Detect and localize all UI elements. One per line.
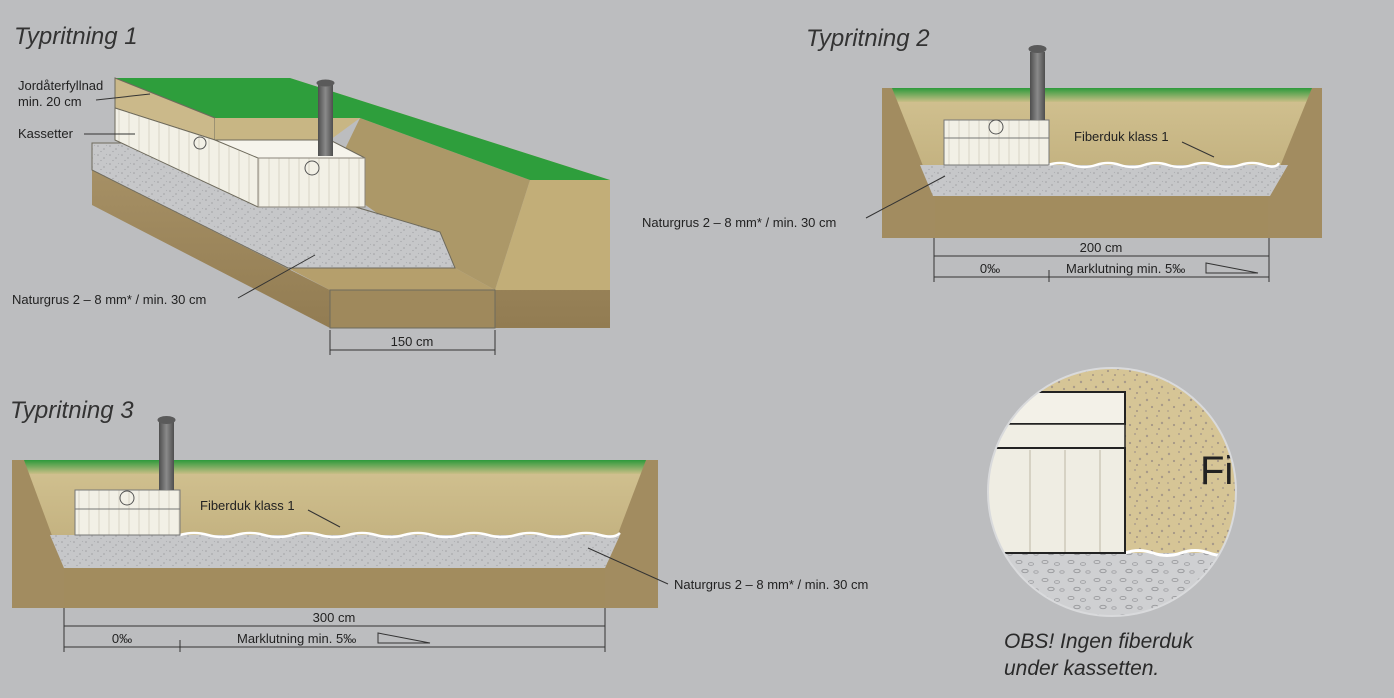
trench-bottom-2	[935, 196, 1268, 238]
dim-300: 300 cm	[313, 610, 356, 625]
cassette-port-side	[193, 136, 207, 150]
backfill-top	[215, 118, 360, 140]
title-typritning-1: Typritning 1	[14, 23, 138, 50]
grass-3	[12, 460, 658, 474]
gravel-2	[920, 165, 1288, 196]
zoom-cassette-band	[988, 423, 1126, 449]
trench-bottom-3	[64, 568, 605, 608]
cassette-end	[257, 157, 366, 208]
zoom-gravel	[988, 553, 1236, 616]
label-backfill-1: Jordåterfyllnad	[18, 78, 103, 93]
label-gravel-3: Naturgrus 2 – 8 mm* / min. 30 cm	[674, 577, 868, 592]
leader-gravel-3	[587, 547, 669, 585]
zoom-cassette-body	[988, 447, 1126, 554]
cassette-port	[304, 160, 320, 176]
label-fabric-3: Fiberduk klass 1	[200, 498, 295, 513]
fiber-fabric-2	[1047, 161, 1281, 169]
gravel-3	[50, 535, 620, 568]
wall-right-3	[605, 460, 658, 608]
zoom-fabric	[1124, 549, 1236, 557]
trench-inner-slope	[330, 118, 530, 290]
leader-backfill	[95, 93, 151, 101]
vent-pipe-2	[1030, 52, 1045, 120]
vent-cap	[316, 79, 335, 87]
dim-150: 150 cm	[391, 334, 434, 349]
diagram-1: Typritning 1 Jordåterfyllnad min. 20 cm …	[12, 23, 610, 355]
leader-gravel-2	[865, 175, 946, 219]
cassette-port-3	[119, 490, 135, 506]
trench-bottom	[288, 268, 495, 290]
zoom-label-fragment: Fi	[1200, 449, 1233, 493]
leader-gravel-1	[237, 254, 316, 299]
wall-left-2	[882, 88, 935, 238]
zoom-ring	[987, 367, 1237, 617]
vent-cap-3	[157, 416, 176, 424]
label-backfill-2: min. 20 cm	[18, 94, 82, 109]
note-line-1: OBS! Ingen fiberduk	[1004, 630, 1195, 653]
trench-front	[329, 289, 496, 329]
label-gravel-1: Naturgrus 2 – 8 mm* / min. 30 cm	[12, 292, 206, 307]
leader-fabric-3	[307, 509, 341, 528]
dim-200: 200 cm	[1080, 240, 1123, 255]
diagram-3: Typritning 3 Fiberduk klass 1 Naturgrus …	[10, 397, 868, 652]
slope-triangle-3	[377, 632, 431, 644]
wall-left-3	[12, 460, 64, 608]
slope-triangle-2	[1205, 262, 1259, 274]
label-cassettes: Kassetter	[18, 126, 74, 141]
note-line-2: under kassetten.	[1004, 657, 1159, 680]
right-soil-wall	[290, 78, 610, 290]
dim-slope-3: Marklutning min. 5‰	[237, 631, 356, 646]
zoom-detail: Fi OBS! Ingen fiberduk under kassetten.	[987, 367, 1237, 680]
diagram-2: Typritning 2 Fiberduk klass 1 Naturgrus …	[642, 25, 1322, 282]
vent-pipe	[318, 84, 333, 156]
cassette-port-2	[988, 119, 1004, 135]
label-gravel-2: Naturgrus 2 – 8 mm* / min. 30 cm	[642, 215, 836, 230]
grass-2	[882, 88, 1322, 102]
cassette-3	[74, 489, 181, 536]
title-typritning-2: Typritning 2	[806, 25, 930, 52]
title-typritning-3: Typritning 3	[10, 397, 134, 424]
dim-zero-2: 0‰	[980, 261, 1000, 276]
wall-right-2	[1268, 88, 1322, 238]
fiber-fabric-3	[179, 531, 621, 539]
label-fabric-2: Fiberduk klass 1	[1074, 129, 1169, 144]
dim-zero-3: 0‰	[112, 631, 132, 646]
leader-fabric-2	[1181, 141, 1215, 158]
dim-slope-2: Marklutning min. 5‰	[1066, 261, 1185, 276]
zoom-cassette-top	[988, 391, 1126, 425]
grass-surface	[115, 78, 610, 180]
vent-cap-2	[1028, 45, 1047, 53]
vent-pipe-3	[159, 422, 174, 490]
cassette-2	[943, 119, 1050, 166]
